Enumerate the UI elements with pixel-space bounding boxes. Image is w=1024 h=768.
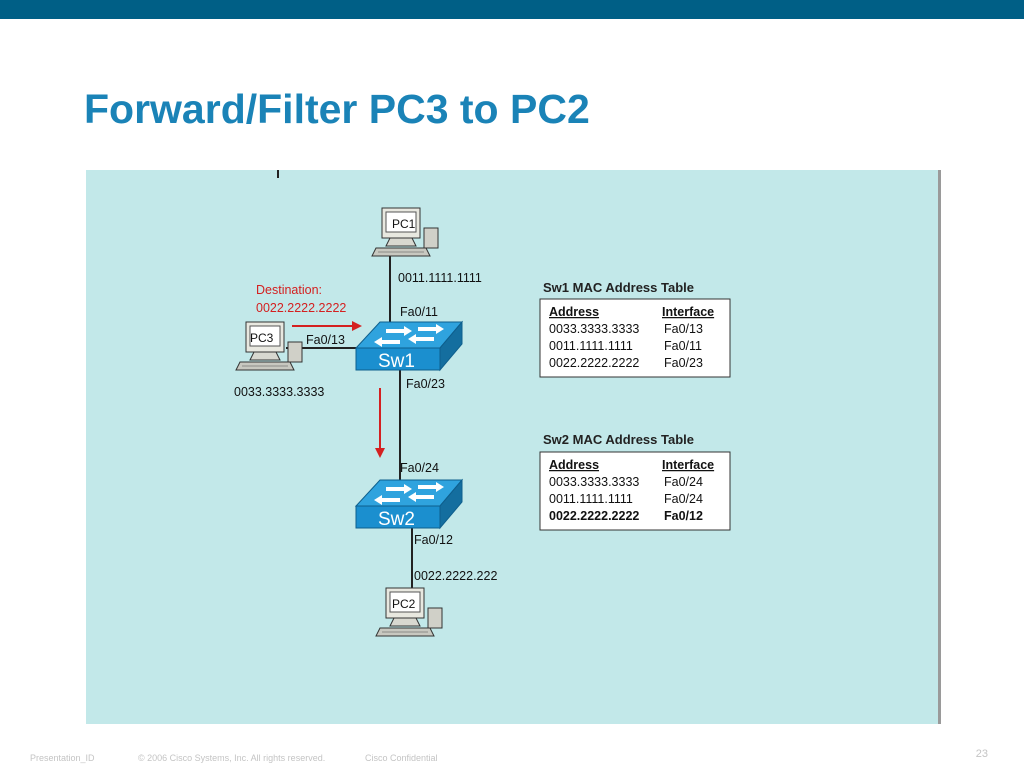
pc1-mac: 0011.1111.1111: [398, 271, 482, 285]
pc1-label: PC1: [392, 217, 416, 231]
footer-copyright: © 2006 Cisco Systems, Inc. All rights re…: [138, 753, 326, 763]
pc2-mac: 0022.2222.222: [414, 569, 497, 583]
sw1-table-title: Sw1 MAC Address Table: [543, 280, 694, 295]
pc2-computer-icon: PC2: [375, 587, 443, 637]
sw1-switch-icon: Sw1: [355, 321, 463, 372]
sw1-row-2-address: 0022.2222.2222: [549, 356, 639, 370]
destination-mac: 0022.2222.2222: [256, 301, 346, 315]
sw2-label: Sw2: [378, 509, 415, 530]
sw2-row-2-address: 0022.2222.2222: [549, 509, 639, 523]
sw1-row-0-interface: Fa0/13: [664, 322, 703, 336]
port-sw2-sw1: Fa0/24: [400, 461, 439, 475]
pc3-mac: 0033.3333.3333: [234, 385, 324, 399]
footer-confidential: Cisco Confidential: [365, 753, 438, 763]
sw1-row-1-interface: Fa0/11: [664, 339, 702, 353]
network-diagram: PC1 PC3 PC2 Sw1 Sw2 0011.1111.1111 Fa0/1…: [234, 170, 731, 637]
destination-label: Destination:: [256, 283, 322, 297]
port-sw2-pc2: Fa0/12: [414, 533, 453, 547]
sw2-mac-table: [539, 451, 731, 531]
sw1-row-0-address: 0033.3333.3333: [549, 322, 639, 336]
sw1-mac-table: [539, 298, 731, 378]
port-sw1-sw2: Fa0/23: [406, 377, 445, 391]
sw2-table-header-interface: Interface: [662, 458, 714, 472]
diagram-panel: PC1 PC3 PC2 Sw1 Sw2 0011.1111.1111 Fa0/1…: [86, 170, 941, 724]
sw1-table-header-address: Address: [549, 305, 599, 319]
sw2-table-header-address: Address: [549, 458, 599, 472]
sw2-row-0-interface: Fa0/24: [664, 475, 703, 489]
footer-presentation-id: Presentation_ID: [30, 753, 95, 763]
sw2-row-1-address: 0011.1111.1111: [549, 492, 633, 506]
port-sw1-pc3: Fa0/13: [306, 333, 345, 347]
sw1-label: Sw1: [378, 351, 415, 372]
sw1-row-1-address: 0011.1111.1111: [549, 339, 633, 353]
sw2-row-1-interface: Fa0/24: [664, 492, 703, 506]
page-number: 23: [975, 748, 988, 760]
pc3-label: PC3: [250, 331, 274, 345]
sw2-table-title: Sw2 MAC Address Table: [543, 432, 694, 447]
sw2-row-2-interface: Fa0/12: [664, 509, 703, 523]
pc3-computer-icon: PC3: [235, 321, 303, 371]
top-bar: [0, 0, 1024, 19]
sw2-row-0-address: 0033.3333.3333: [549, 475, 639, 489]
pc2-label: PC2: [392, 597, 416, 611]
sw1-row-2-interface: Fa0/23: [664, 356, 703, 370]
sw1-table-header-interface: Interface: [662, 305, 714, 319]
sw2-switch-icon: Sw2: [355, 479, 463, 530]
pc1-computer-icon: PC1: [371, 207, 439, 257]
port-sw1-pc1: Fa0/11: [400, 305, 438, 319]
slide-title: Forward/Filter PC3 to PC2: [84, 86, 590, 132]
